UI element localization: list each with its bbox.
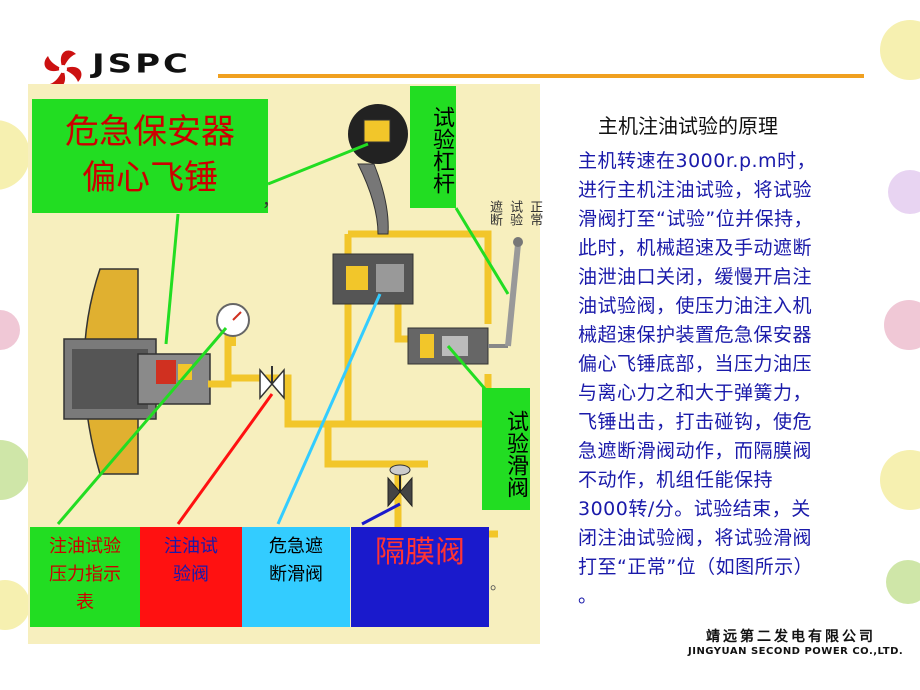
logo-pinwheel-icon	[44, 50, 82, 88]
inject-label-line2: 验阀	[173, 564, 209, 585]
test-lever	[505, 237, 523, 347]
test-slide-valve-label: 试验滑阀	[482, 388, 530, 510]
governor-diagram	[56, 104, 523, 538]
pressure-gauge	[216, 303, 250, 346]
page-heading: 主机注油试验的原理	[598, 114, 778, 138]
test-lever-label: 试验杠杆	[410, 86, 456, 208]
body-line: 械超速保护装置危急保安器	[578, 324, 813, 346]
rotor-shaft	[63, 268, 211, 475]
body-line: 。	[578, 585, 598, 607]
comma-mark: ，	[262, 190, 280, 211]
decor-circle	[0, 580, 30, 630]
body-paragraph: 主机转速在3000r.p.m时， 进行主机注油试验，将试验 滑阀打至“试验”位并…	[578, 147, 888, 611]
body-line: 进行主机注油试验，将试验	[578, 179, 813, 201]
gauge-label: 注油试验 压力指示 表	[30, 527, 140, 627]
body-line: 闭注油试验阀，将试验滑阀	[578, 527, 813, 549]
diaphragm-valve-symbol	[387, 464, 413, 508]
emerg-label-line1: 危急遮	[269, 536, 323, 557]
decor-circle	[880, 20, 920, 80]
emergency-valve-label: 危急遮 断滑阀	[242, 527, 350, 627]
inject-valve-label: 注油试 验阀	[140, 527, 242, 627]
body-line: 滑阀打至“试验”位并保持，	[578, 208, 814, 230]
label-pointers-colored	[176, 293, 401, 526]
body-line: 不动作，机组任能保持	[578, 469, 774, 491]
pos-test-label: 试验	[507, 200, 523, 226]
period-mark: 。	[490, 574, 507, 593]
flyweight-label-line1: 危急保安器	[65, 112, 235, 152]
gauge-label-line1: 注油试验	[49, 536, 121, 557]
gauge-label-line3: 表	[76, 592, 94, 613]
body-line: 主机转速在3000r.p.m时，	[578, 150, 817, 172]
body-line: 急遮断滑阀动作，而隔膜阀	[578, 440, 813, 462]
pos-normal-label: 正常	[527, 200, 543, 226]
company-name-cn: 靖远第二发电有限公司	[706, 629, 876, 645]
header-divider	[218, 74, 864, 78]
body-line: 油泄油口关闭，缓慢开启注	[578, 266, 813, 288]
label-pointers	[56, 142, 510, 525]
body-line: 飞锤出击，打击碰钩，使危	[578, 411, 813, 433]
gauge-label-line2: 压力指示	[49, 564, 121, 585]
flyweight-label: 危急保安器 偏心飞锤	[32, 99, 268, 213]
diaphragm-valve-label: 隔膜阀	[351, 527, 489, 627]
diaphragm-label-text: 隔膜阀	[375, 535, 465, 570]
pos-cut-label: 遮断	[487, 200, 502, 226]
body-line: 偏心飞锤底部，当压力油压	[578, 353, 813, 375]
decor-circle	[880, 450, 920, 510]
decor-circle	[0, 310, 20, 350]
logo	[38, 44, 218, 94]
inject-valve-symbol	[259, 366, 285, 401]
emergency-slide-valve	[332, 253, 414, 305]
lever-positions: 遮断 试验 正常	[486, 200, 542, 226]
decor-circle	[886, 560, 920, 604]
inject-label-line1: 注油试	[164, 536, 218, 557]
company-name-en: JINGYUAN SECOND POWER CO.,LTD.	[688, 646, 904, 657]
emerg-label-line2: 断滑阀	[269, 564, 323, 585]
body-line: 打至“正常”位（如图所示）	[578, 556, 814, 578]
decor-circle	[888, 170, 920, 214]
decor-circle	[884, 300, 920, 350]
body-line: 此时，机械超速及手动遮断	[578, 237, 813, 259]
body-line: 与离心力之和大于弹簧力，	[578, 382, 813, 404]
logo-text: JSPC	[92, 49, 192, 79]
flyweight-label-line2: 偏心飞锤	[82, 158, 218, 198]
decor-circle	[0, 120, 30, 190]
hook-hammer	[348, 104, 408, 235]
decor-circle	[0, 440, 30, 500]
body-line: 3000转/分。试验结束，关	[578, 498, 811, 520]
body-line: 油试验阀，使压力油注入机	[578, 295, 813, 317]
